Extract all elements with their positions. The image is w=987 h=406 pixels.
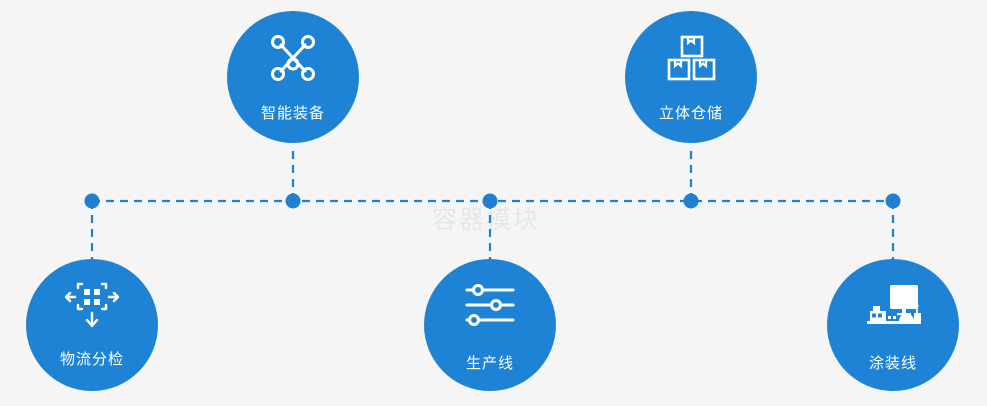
stacked-boxes-icon <box>665 33 717 90</box>
junction-dot-logistics-sorting <box>84 193 100 209</box>
node-stereoscopic-warehouse[interactable]: 立体仓储 <box>625 11 757 143</box>
node-intelligent-equipment[interactable]: 智能装备 <box>227 11 359 143</box>
factory-monitor-icon <box>863 283 923 334</box>
sliders-icon <box>463 283 517 334</box>
junction-dot-intelligent-equipment <box>285 193 301 209</box>
sorting-arrows-icon <box>64 279 120 334</box>
node-label-painting-line: 涂装线 <box>868 354 917 372</box>
node-label-logistics-sorting: 物流分检 <box>59 350 124 368</box>
junction-dot-painting-line <box>885 193 901 209</box>
junction-dot-production-line <box>482 193 498 209</box>
junction-dot-stereoscopic-warehouse <box>683 193 699 209</box>
node-production-line[interactable]: 生产线 <box>424 259 556 391</box>
node-logistics-sorting[interactable]: 物流分检 <box>26 259 158 391</box>
node-label-stereoscopic-warehouse: 立体仓储 <box>658 104 723 122</box>
node-painting-line[interactable]: 涂装线 <box>827 259 959 391</box>
node-label-intelligent-equipment: 智能装备 <box>260 104 325 122</box>
node-label-production-line: 生产线 <box>465 354 514 372</box>
network-nodes-icon <box>267 33 319 90</box>
